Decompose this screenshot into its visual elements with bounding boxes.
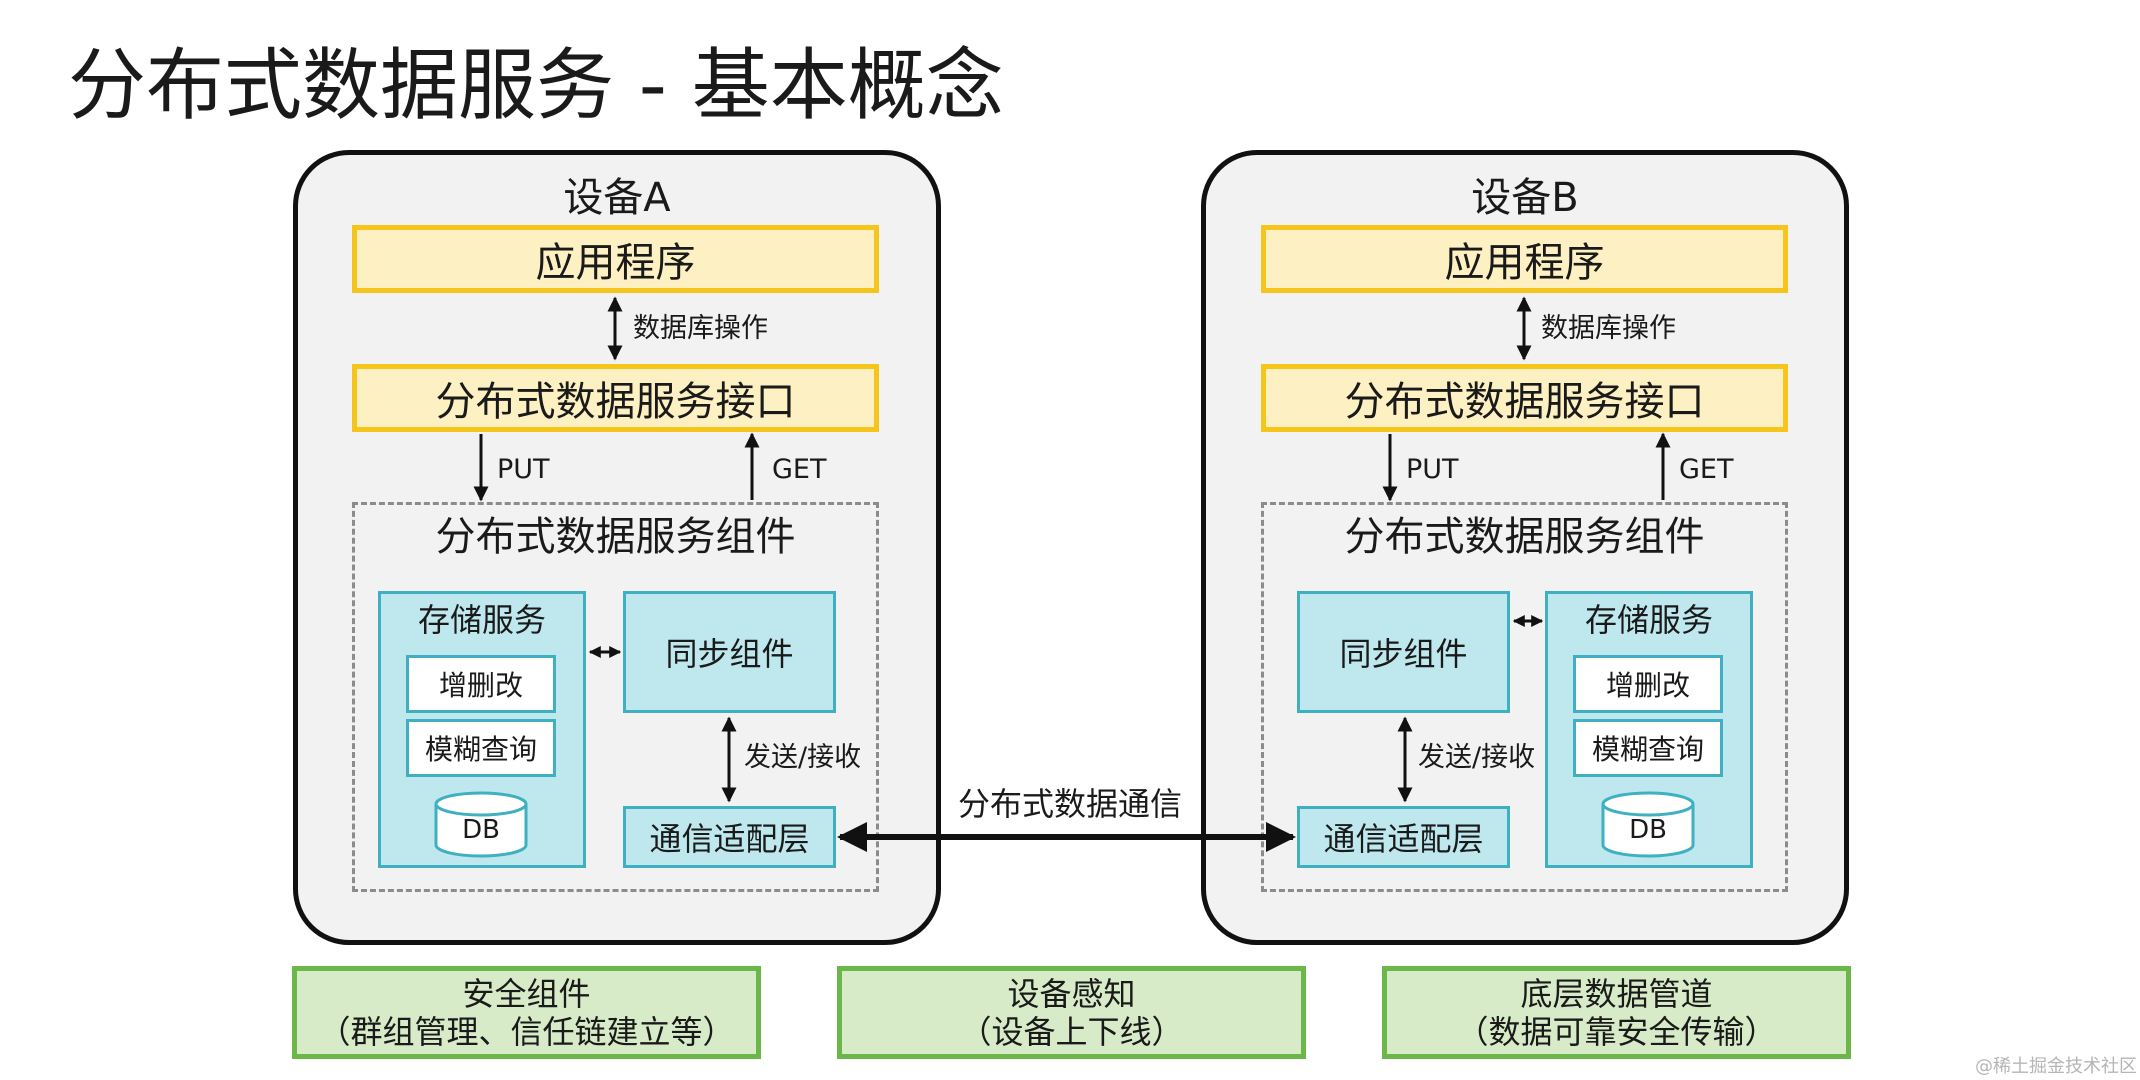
- device-a-storage-item: 模糊查询: [406, 719, 556, 777]
- data-pipeline-detail: （数据可靠安全传输）: [1456, 1012, 1777, 1051]
- device-a-storage-item: 增删改: [406, 655, 556, 713]
- device-b-app-box: 应用程序: [1261, 225, 1788, 293]
- device-b-interface-box: 分布式数据服务接口: [1261, 364, 1788, 432]
- device-a-db-icon: [434, 791, 528, 858]
- device-a-db-op-label: 数据库操作: [633, 313, 768, 344]
- device-a-sync-box: 同步组件: [623, 591, 836, 713]
- device-b-adapter-box: 通信适配层: [1297, 806, 1510, 868]
- device-a-storage-title: 存储服务: [417, 601, 546, 639]
- device-awareness-box: 设备感知 （设备上下线）: [837, 966, 1306, 1059]
- device-a-get-label: GET: [772, 454, 827, 485]
- data-pipeline-box: 底层数据管道 （数据可靠安全传输）: [1382, 966, 1851, 1059]
- device-b-storage-title: 存储服务: [1584, 601, 1713, 639]
- device-a-adapter-box: 通信适配层: [623, 806, 836, 868]
- watermark: @稀土掘金技术社区: [1975, 1056, 2137, 1077]
- device-a-interface-box: 分布式数据服务接口: [352, 364, 879, 432]
- device-a-db-label: DB: [462, 815, 500, 845]
- data-pipeline-title: 底层数据管道: [1520, 974, 1713, 1013]
- device-b-storage-item: 模糊查询: [1573, 719, 1723, 777]
- device-a-component-frame: [352, 502, 879, 892]
- device-a-send-recv-label: 发送/接收: [744, 742, 862, 773]
- device-b-put-label: PUT: [1406, 454, 1459, 485]
- device-a-app-box: 应用程序: [352, 225, 879, 293]
- device-b-db-icon: [1601, 791, 1695, 858]
- device-awareness-title: 设备感知: [1007, 974, 1136, 1013]
- device-a-component-title: 分布式数据服务组件: [435, 514, 796, 560]
- device-b-db-op-label: 数据库操作: [1541, 313, 1676, 344]
- page-title: 分布式数据服务 - 基本概念: [68, 41, 1004, 131]
- device-a-put-label: PUT: [497, 454, 550, 485]
- device-b-sync-box: 同步组件: [1297, 591, 1510, 713]
- device-b-db-label: DB: [1629, 815, 1667, 845]
- device-a-title: 设备A: [563, 175, 671, 221]
- device-b-component-title: 分布式数据服务组件: [1344, 514, 1705, 560]
- distributed-comm-label: 分布式数据通信: [958, 785, 1183, 823]
- device-awareness-detail: （设备上下线）: [959, 1012, 1184, 1051]
- device-b-get-label: GET: [1679, 454, 1734, 485]
- security-component-title: 安全组件: [462, 974, 591, 1013]
- device-b-send-recv-label: 发送/接收: [1418, 742, 1536, 773]
- device-b-component-frame: [1261, 502, 1788, 892]
- security-component-detail: （群组管理、信任链建立等）: [318, 1012, 735, 1051]
- device-b-storage-item: 增删改: [1573, 655, 1723, 713]
- device-b-title: 设备B: [1471, 175, 1579, 221]
- security-component-box: 安全组件 （群组管理、信任链建立等）: [292, 966, 761, 1059]
